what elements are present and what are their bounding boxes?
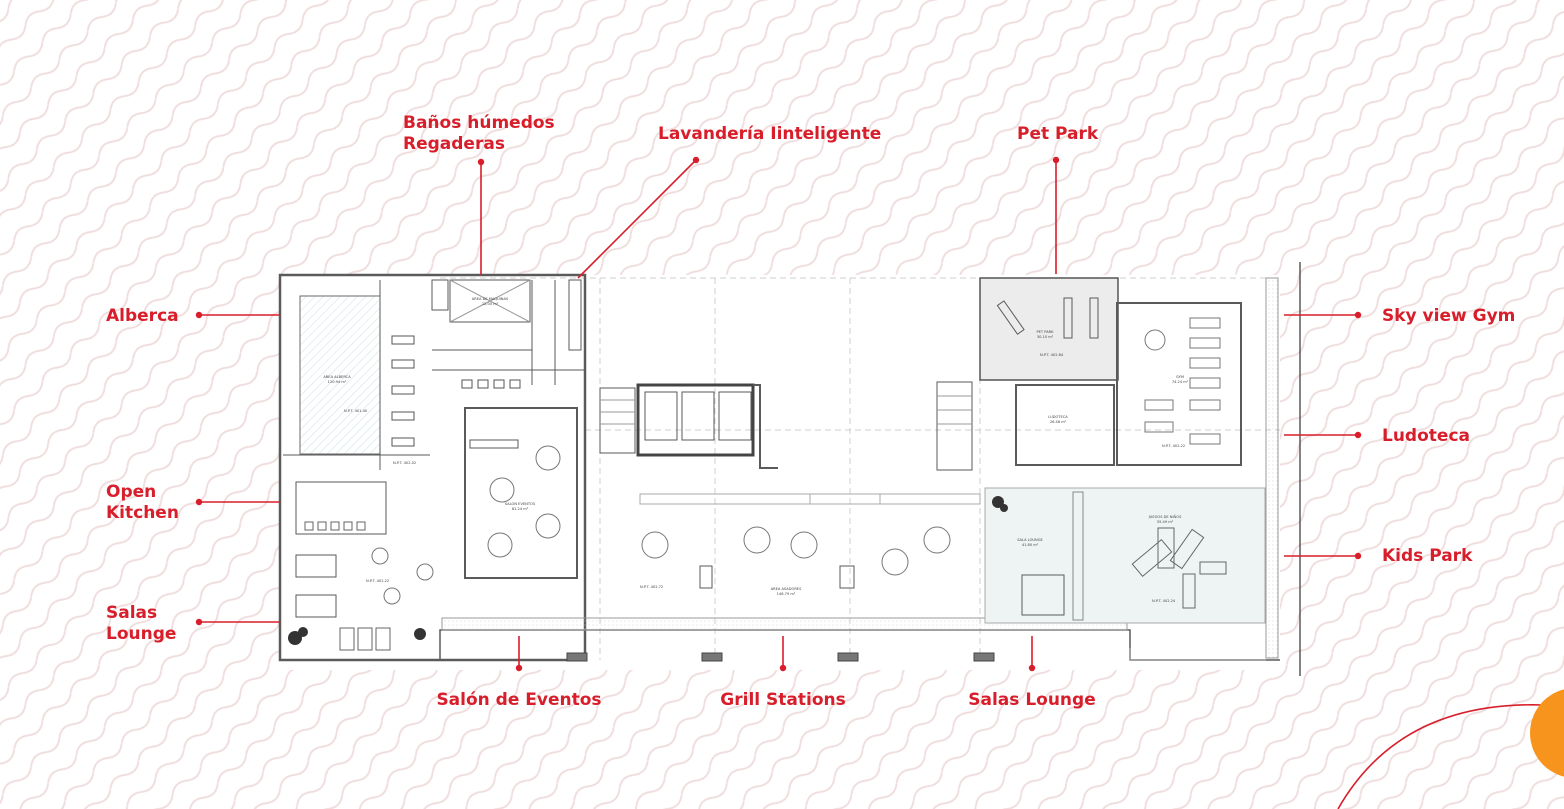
label-salas-lounge-bottom: Salas Lounge: [968, 690, 1096, 710]
label-open-kitchen: Open Kitchen: [106, 482, 179, 524]
plan-npt-grill: N.P.T. 402.72: [640, 585, 663, 589]
label-pet-park: Pet Park: [1017, 124, 1099, 144]
label-lavanderia: Lavandería Iinteligente: [658, 124, 882, 144]
plan-label-alberca: AREA ALBERCA: [323, 375, 351, 379]
plan-area-maquinas: 12.00 m²: [482, 302, 499, 306]
label-salon-eventos: Salón de Eventos: [436, 690, 602, 710]
floor-plan: [278, 262, 1301, 676]
plan-area-lounge: 41.80 m²: [1022, 543, 1039, 547]
plan-area-asadores: 146.79 m²: [777, 592, 796, 596]
plan-npt-alberca: N.P.T. 401.40: [344, 409, 368, 413]
plan-npt-gym: N.P.T. 402.22: [1162, 444, 1185, 448]
pool: [299, 295, 381, 455]
plan-area-ludoteca: 26.46 m²: [1050, 420, 1067, 424]
plan-area-gym: 74.24 m²: [1172, 380, 1189, 384]
plan-label-maquinas: AREA DE MAQUINAS: [472, 297, 509, 301]
plan-npt-kids: N.P.T. 402.24: [1152, 599, 1176, 603]
gym-plan: [1116, 302, 1242, 466]
decorative-arc: [1337, 704, 1546, 809]
events-hall-plan: [464, 407, 578, 579]
label-banos-line1: Baños húmedos: [403, 113, 555, 133]
plan-label-ludoteca: LUDOTECA: [1048, 415, 1068, 419]
label-alberca: Alberca: [106, 306, 179, 326]
plan-npt-lounge: N.P.T. 402.22: [366, 579, 389, 583]
label-open-kitchen-line1: Open: [106, 482, 157, 502]
label-sky-view-gym: Sky view Gym: [1382, 306, 1516, 326]
orange-circle-decoration: [1530, 689, 1564, 777]
label-salas-lounge-left-line2: Lounge: [106, 624, 177, 644]
pet-park-plan: [979, 277, 1119, 381]
label-ludoteca: Ludoteca: [1382, 426, 1470, 446]
plan-label-salon: SALON EVENTOS: [505, 502, 536, 506]
label-salas-lounge-left-line1: Salas: [106, 603, 158, 623]
plan-area-alberca: 120.94 m²: [328, 380, 347, 384]
plan-npt-pool: N.P.T. 402.02: [393, 461, 416, 465]
leader-lines: [195, 156, 1362, 672]
ludoteca-plan: [1015, 384, 1115, 466]
plan-label-pet: PET PARK: [1036, 330, 1054, 334]
plan-label-juegos: JUEGOS DE NIÑOS: [1148, 514, 1182, 519]
label-banos: Baños húmedos Regaderas: [403, 113, 555, 155]
plan-npt-pet: N.P.T. 402.84: [1040, 353, 1064, 357]
plan-label-asadores: AREA ASADORES: [771, 587, 802, 591]
plan-area-salon: 81.24 m²: [512, 507, 529, 511]
label-grill-stations: Grill Stations: [720, 690, 846, 710]
label-open-kitchen-line2: Kitchen: [106, 503, 179, 523]
plan-label-gym: GYM: [1176, 375, 1184, 379]
label-salas-lounge-left: Salas Lounge: [106, 603, 176, 645]
kids-park-plan: [984, 487, 1266, 624]
label-kids-park: Kids Park: [1382, 546, 1473, 566]
plan-label-lounge: SALA LOUNGE: [1017, 538, 1043, 542]
plan-area-juegos: 55.49 m²: [1157, 520, 1174, 524]
label-banos-line2: Regaderas: [403, 134, 505, 154]
plan-area-pet: 30.10 m²: [1037, 335, 1054, 339]
